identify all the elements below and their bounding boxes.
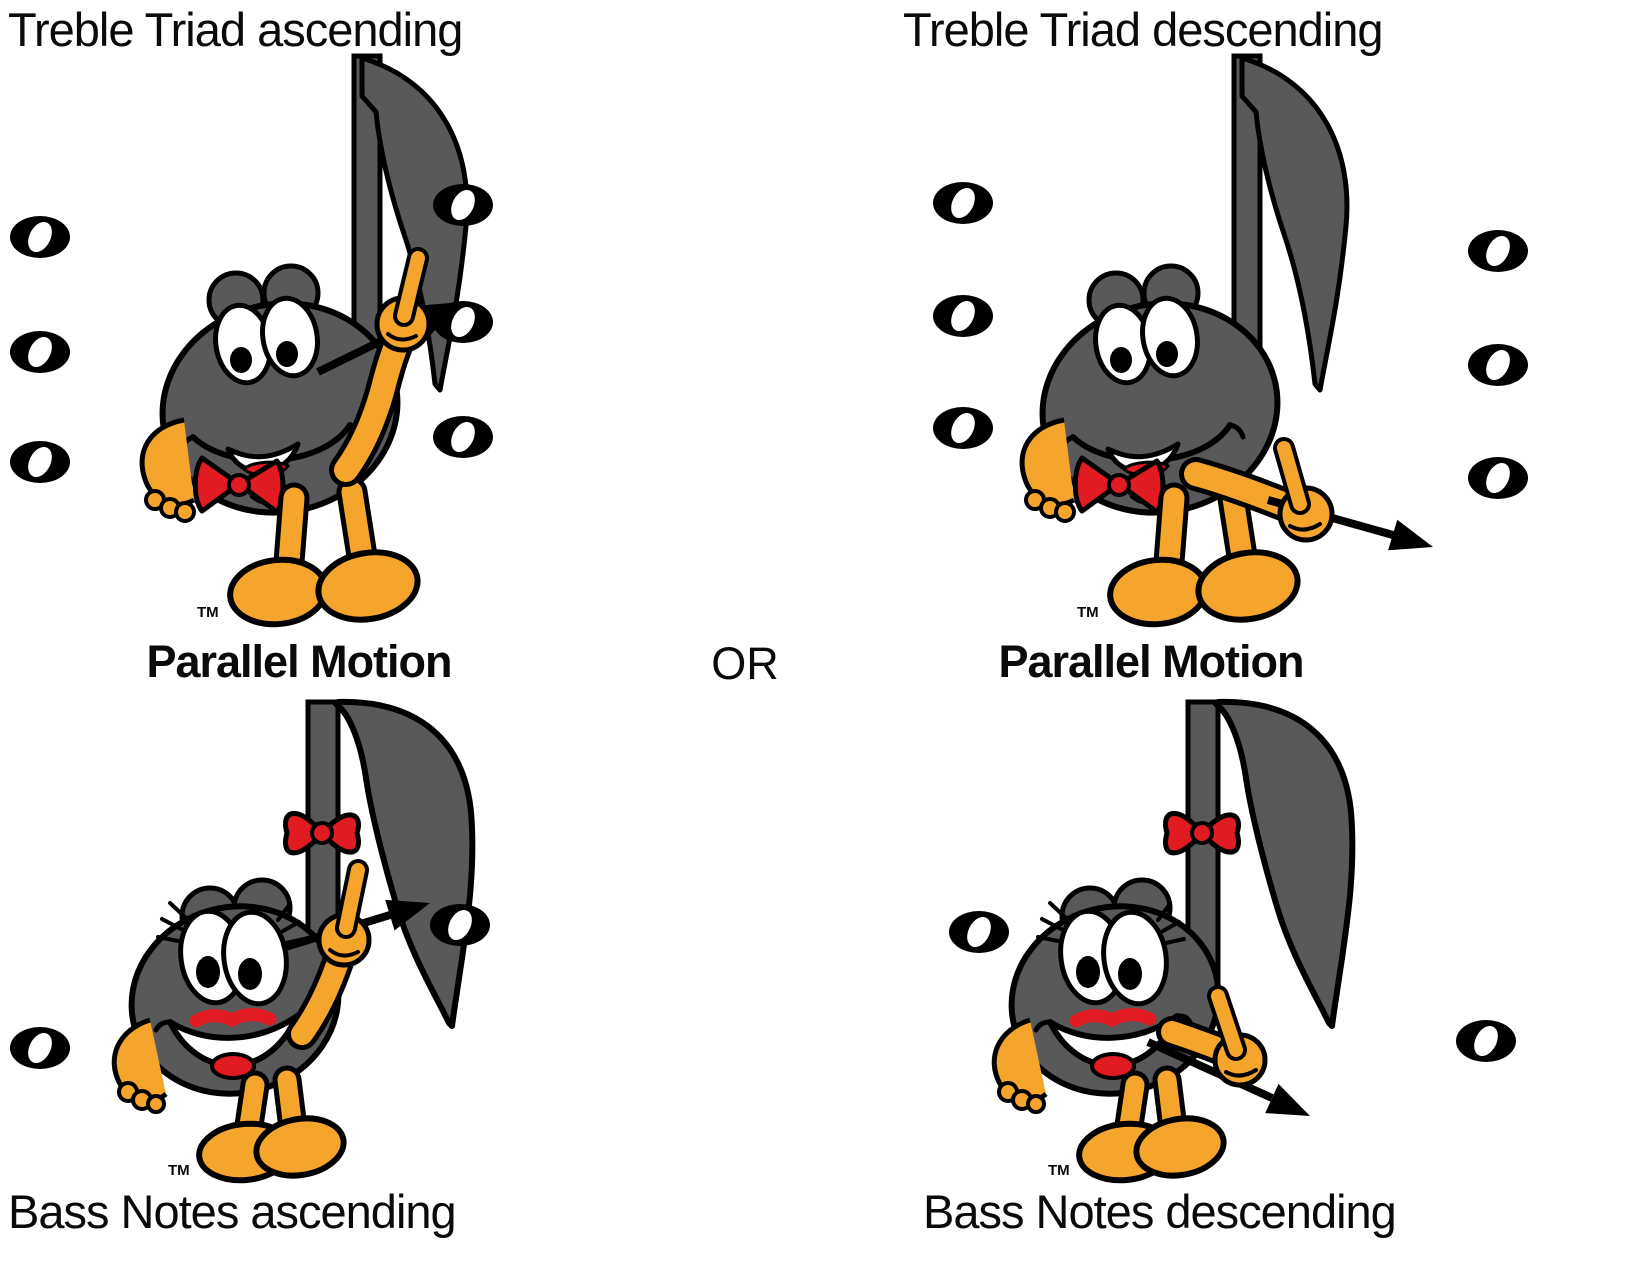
whole-note-icon xyxy=(932,406,994,450)
whole-note-icon xyxy=(1455,1019,1517,1063)
trademark-mark: TM xyxy=(168,1162,190,1179)
whole-note-icon xyxy=(1467,456,1529,500)
or-label: OR xyxy=(711,638,779,689)
whole-note-icon xyxy=(9,215,71,259)
whole-note-icon xyxy=(429,903,491,947)
whole-note-icon xyxy=(9,1026,71,1070)
whole-note-icon xyxy=(1467,343,1529,387)
treble-descending-title: Treble Triad descending xyxy=(903,3,1383,56)
parallel-motion-label-right: Parallel Motion xyxy=(998,636,1304,687)
whole-note-icon xyxy=(948,910,1010,954)
boy-pointing-hand-down xyxy=(1273,437,1335,543)
whole-note-icon xyxy=(9,330,71,374)
girl-pointing-hand-down xyxy=(1207,985,1268,1088)
whole-note-icon xyxy=(432,300,494,344)
whole-note-icon xyxy=(1467,229,1529,273)
whole-note-icon xyxy=(432,415,494,459)
treble-ascending-title: Treble Triad ascending xyxy=(8,3,463,56)
trademark-mark: TM xyxy=(1077,604,1099,621)
trademark-mark: TM xyxy=(197,604,219,621)
boy-pointing-hand-up xyxy=(374,247,432,353)
descending-arrow xyxy=(1146,1038,1310,1116)
bass-descending-title: Bass Notes descending xyxy=(923,1185,1397,1238)
whole-note-icon xyxy=(432,183,494,227)
girl-pointing-hand-up xyxy=(316,859,372,968)
whole-note-icon xyxy=(932,294,994,338)
parallel-motion-label-left: Parallel Motion xyxy=(146,636,452,687)
bass-ascending-title: Bass Notes ascending xyxy=(8,1185,457,1238)
trademark-mark: TM xyxy=(1048,1162,1070,1179)
boy-eighth-note-character xyxy=(1022,56,1347,629)
whole-note-icon xyxy=(9,440,71,484)
whole-note-icon xyxy=(932,181,994,225)
